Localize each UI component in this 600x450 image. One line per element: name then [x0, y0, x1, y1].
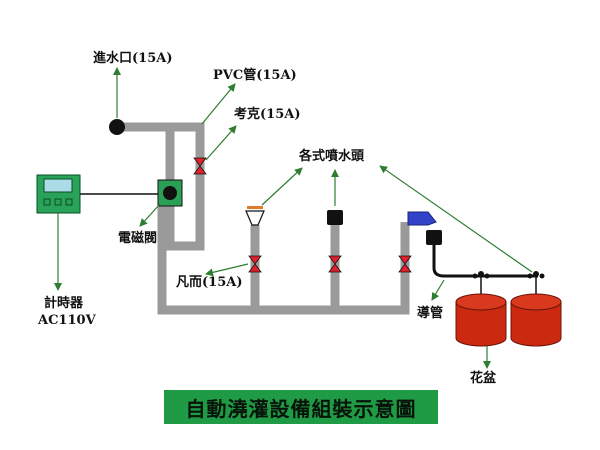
label-pvc-pipe: PVC管(15A): [213, 68, 297, 83]
branch-valve-2: [328, 255, 342, 273]
label-cock: 考克(15A): [234, 107, 301, 122]
branch-valve-3: [398, 255, 412, 273]
guide-tube: [432, 245, 538, 278]
flower-pot-1: [455, 293, 507, 347]
timer-button: [54, 198, 62, 206]
label-flower-pot: 花盆: [470, 371, 497, 386]
flower-pot-2: [510, 293, 562, 347]
timer-button: [65, 198, 73, 206]
timer-button: [43, 198, 51, 206]
timer-screen: [43, 178, 73, 193]
label-water-inlet: 進水口(15A): [93, 51, 173, 66]
diagram-caption: 自動澆灌設備組裝示意圖: [164, 390, 438, 424]
arrow-valve: [205, 263, 249, 277]
label-timer-power: AC110V: [38, 313, 96, 328]
arrow-cock: [205, 125, 237, 161]
solenoid-valve-knob: [163, 186, 177, 200]
arrow-sprinkler-1: [261, 167, 303, 206]
label-guide-tube: 導管: [417, 306, 444, 321]
round-sprinkler-head: [327, 210, 343, 225]
water-inlet-knob: [109, 119, 125, 135]
arrow-pvc: [201, 83, 236, 125]
arrow-solenoid: [139, 203, 161, 227]
label-timer: 計時器: [44, 296, 84, 311]
label-sprinkler-heads: 各式噴水頭: [299, 149, 365, 164]
label-valve: 凡而(15A): [176, 275, 243, 290]
branch-valve-1: [248, 255, 262, 273]
hose-sprinkler-head: [407, 211, 442, 245]
drip-emitter-2: [527, 271, 545, 298]
annotation-arrows: [54, 67, 533, 369]
arrow-sprinkler-3: [379, 165, 533, 273]
funnel-sprinkler-head: [245, 206, 265, 226]
arrow-guide-tube: [431, 279, 445, 301]
cock-valve: [193, 157, 207, 175]
label-solenoid-valve: 電磁閥: [118, 231, 158, 246]
